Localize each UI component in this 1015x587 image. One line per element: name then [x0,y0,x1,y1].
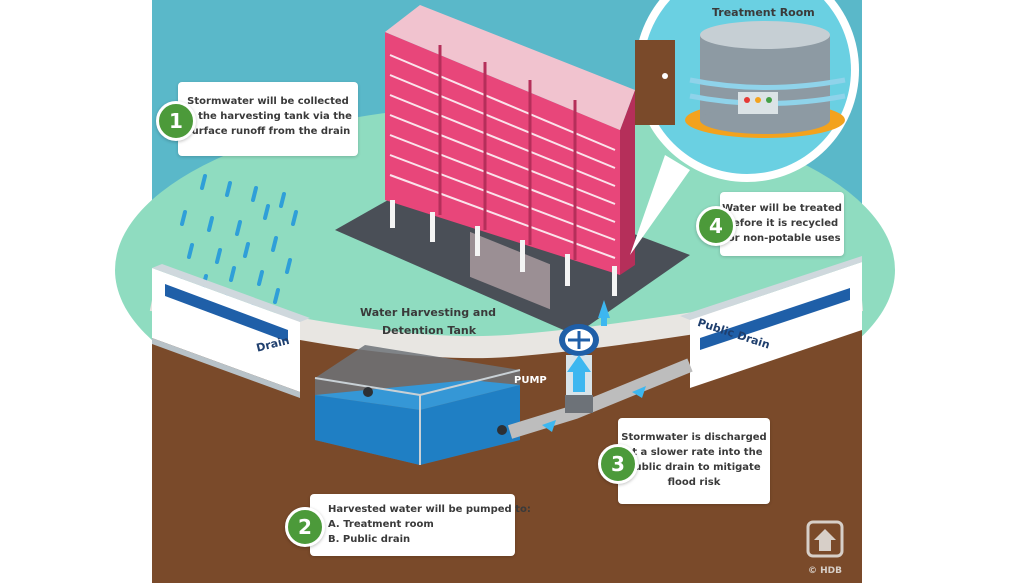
apartment-building [385,5,635,310]
step-4-badge: 4 [696,206,736,246]
step-1-text-line3: surface runoff from the drain [185,126,351,137]
step-1-box: Stormwater will be collected in the harv… [178,82,358,156]
step-4-text-line3: for non-potable uses [723,233,841,244]
step-3-box: Stormwater is discharged at a slower rat… [618,418,770,504]
treatment-room-bubble [630,0,859,255]
roof-structure [470,231,550,310]
right-drain [680,256,862,388]
step-2-text-line2: A. Treatment room [328,519,434,530]
step-3-text-line3: public drain to mitigate [627,462,761,473]
left-drain [152,264,310,398]
tank-label-line1: Water Harvesting and [360,306,497,319]
treatment-room-label: Treatment Room [712,6,815,19]
tank-water [315,385,520,465]
step-3-text-line1: Stormwater is discharged [621,432,767,443]
step-4-text-line1: Water will be treated [722,203,842,214]
step-1-text-line2: in the harvesting tank via the [184,111,352,122]
harvesting-tank [314,345,521,465]
pump-label: PUMP [514,375,547,386]
pipes [507,324,693,439]
pump [565,395,593,413]
step-3-text-line2: at a slower rate into the [625,447,763,458]
step-4-text-line2: before it is recycled [725,218,839,229]
treatment-room-door [635,40,675,125]
step-3-badge: 3 [598,444,638,484]
copyright-label: © HDB [808,566,842,576]
step-2-box: Harvested water will be pumped to: A. Tr… [310,494,531,556]
step-2-text-line1: Harvested water will be pumped to: [328,504,531,515]
step-1-badge: 1 [156,101,196,141]
tank-label-line2: Detention Tank [382,324,477,337]
step-3-text-line4: flood risk [667,477,721,488]
hdb-logo [806,520,844,558]
flow-arrows [542,300,646,432]
step-4-box: Water will be treated before it is recyc… [720,192,844,256]
step-2-text-line3: B. Public drain [328,534,411,545]
step-1-text-line1: Stormwater will be collected [187,96,349,107]
step-2-badge: 2 [285,507,325,547]
